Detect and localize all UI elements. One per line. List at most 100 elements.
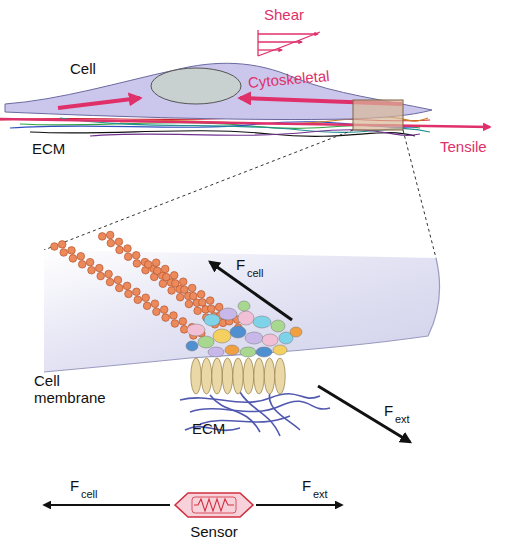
sensor-label: Sensor — [170, 523, 258, 540]
actin-bead — [114, 276, 122, 284]
integrin — [212, 358, 222, 394]
f-ext-arrow — [256, 504, 342, 506]
force-subscript: cell — [81, 488, 98, 500]
integrin — [264, 358, 274, 394]
matrix-label: ECM — [192, 420, 225, 437]
adhesion-protein — [204, 314, 220, 326]
adhesion-protein — [273, 345, 287, 355]
actin-bead — [105, 270, 113, 278]
actin-bead — [176, 293, 184, 301]
adhesion-protein — [240, 347, 256, 357]
force-symbol: F — [302, 477, 311, 494]
actin-bead — [143, 302, 151, 310]
force-symbol: F — [384, 402, 393, 419]
integrin — [222, 358, 232, 394]
f-cell-arrow — [44, 504, 170, 506]
zoom-guide — [403, 130, 436, 258]
actin-bead — [124, 245, 132, 253]
actin-bead — [199, 299, 207, 307]
adhesion-protein — [238, 311, 254, 325]
adhesion-protein — [238, 301, 250, 311]
adhesion-protein — [198, 336, 214, 348]
actin-bead — [116, 284, 124, 292]
adhesion-protein — [186, 341, 198, 351]
cell-membrane — [44, 258, 440, 372]
actin-bead — [154, 267, 162, 275]
actin-bead — [134, 296, 142, 304]
actin-bead — [153, 308, 161, 316]
integrin — [191, 358, 201, 394]
adhesion-protein — [213, 329, 231, 343]
actin-bead — [132, 252, 140, 260]
flow-label: Shear — [264, 6, 304, 23]
actin-bead — [152, 259, 160, 267]
actin-bead — [161, 265, 169, 273]
actin-bead — [97, 272, 105, 280]
adhesion-protein — [208, 347, 224, 357]
actin-bead — [125, 290, 133, 298]
actin-bead — [188, 284, 196, 292]
actin-bead — [190, 292, 198, 300]
nucleus — [151, 68, 241, 104]
actin-bead — [51, 243, 59, 251]
actin-bead — [77, 252, 85, 260]
actin-bead — [96, 264, 104, 272]
adhesion-protein — [262, 334, 278, 346]
actin-bead — [179, 278, 187, 286]
adhesion-protein — [230, 326, 246, 338]
integrins — [191, 358, 285, 394]
actin-bead — [163, 273, 171, 281]
f-ext-arrow — [318, 386, 410, 442]
tensile-arrow — [0, 119, 490, 127]
actin-bead — [133, 260, 141, 268]
actin-bead — [88, 266, 96, 274]
actin-bead — [170, 272, 178, 280]
actin-bead — [206, 297, 214, 305]
actin-bead — [115, 238, 123, 246]
actin-bead — [145, 261, 153, 269]
adhesion-protein — [225, 345, 239, 355]
actin-bead — [197, 291, 205, 299]
force-label: Tensile — [440, 138, 487, 155]
actin-bead — [116, 246, 124, 254]
zoom-guide — [44, 130, 353, 250]
actin-bead — [162, 314, 170, 322]
sensor-node: Sensor — [170, 490, 258, 548]
actin-bead — [168, 287, 176, 295]
actin-bead — [208, 305, 216, 313]
integrin — [254, 358, 264, 394]
force-symbol: F — [70, 477, 79, 494]
actin-bead — [171, 320, 179, 328]
actin-bead — [86, 258, 94, 266]
actin-bead — [123, 282, 131, 290]
adhesion-protein — [219, 308, 237, 320]
actin-bead — [106, 278, 114, 286]
actin-bead — [172, 280, 180, 288]
actin-bead — [124, 253, 132, 261]
integrin — [201, 358, 211, 394]
adhesion-protein — [187, 324, 205, 336]
actin-bead — [179, 318, 187, 326]
ecm-tangle — [180, 392, 330, 436]
actin-bead — [107, 239, 115, 247]
matrix-label: ECM — [32, 140, 65, 157]
membrane-label: Cell membrane — [34, 372, 114, 406]
actin-bead — [194, 307, 202, 315]
force-symbol: F — [236, 256, 245, 273]
integrin — [243, 358, 253, 394]
zoom-box — [353, 100, 403, 130]
actin-bead — [98, 233, 106, 241]
adhesion-protein — [253, 316, 271, 328]
sensor-core — [192, 497, 236, 513]
actin-bead — [60, 249, 68, 257]
actin-bead — [68, 247, 76, 255]
force-subscript: ext — [395, 413, 410, 425]
actin-bead — [151, 300, 159, 308]
sensor-spring — [194, 499, 234, 511]
adhesion-protein — [290, 327, 302, 337]
actin-bead — [181, 286, 189, 294]
actin-bead — [133, 288, 141, 296]
actin-bead — [69, 255, 77, 263]
sensor-hexagon — [175, 493, 253, 517]
